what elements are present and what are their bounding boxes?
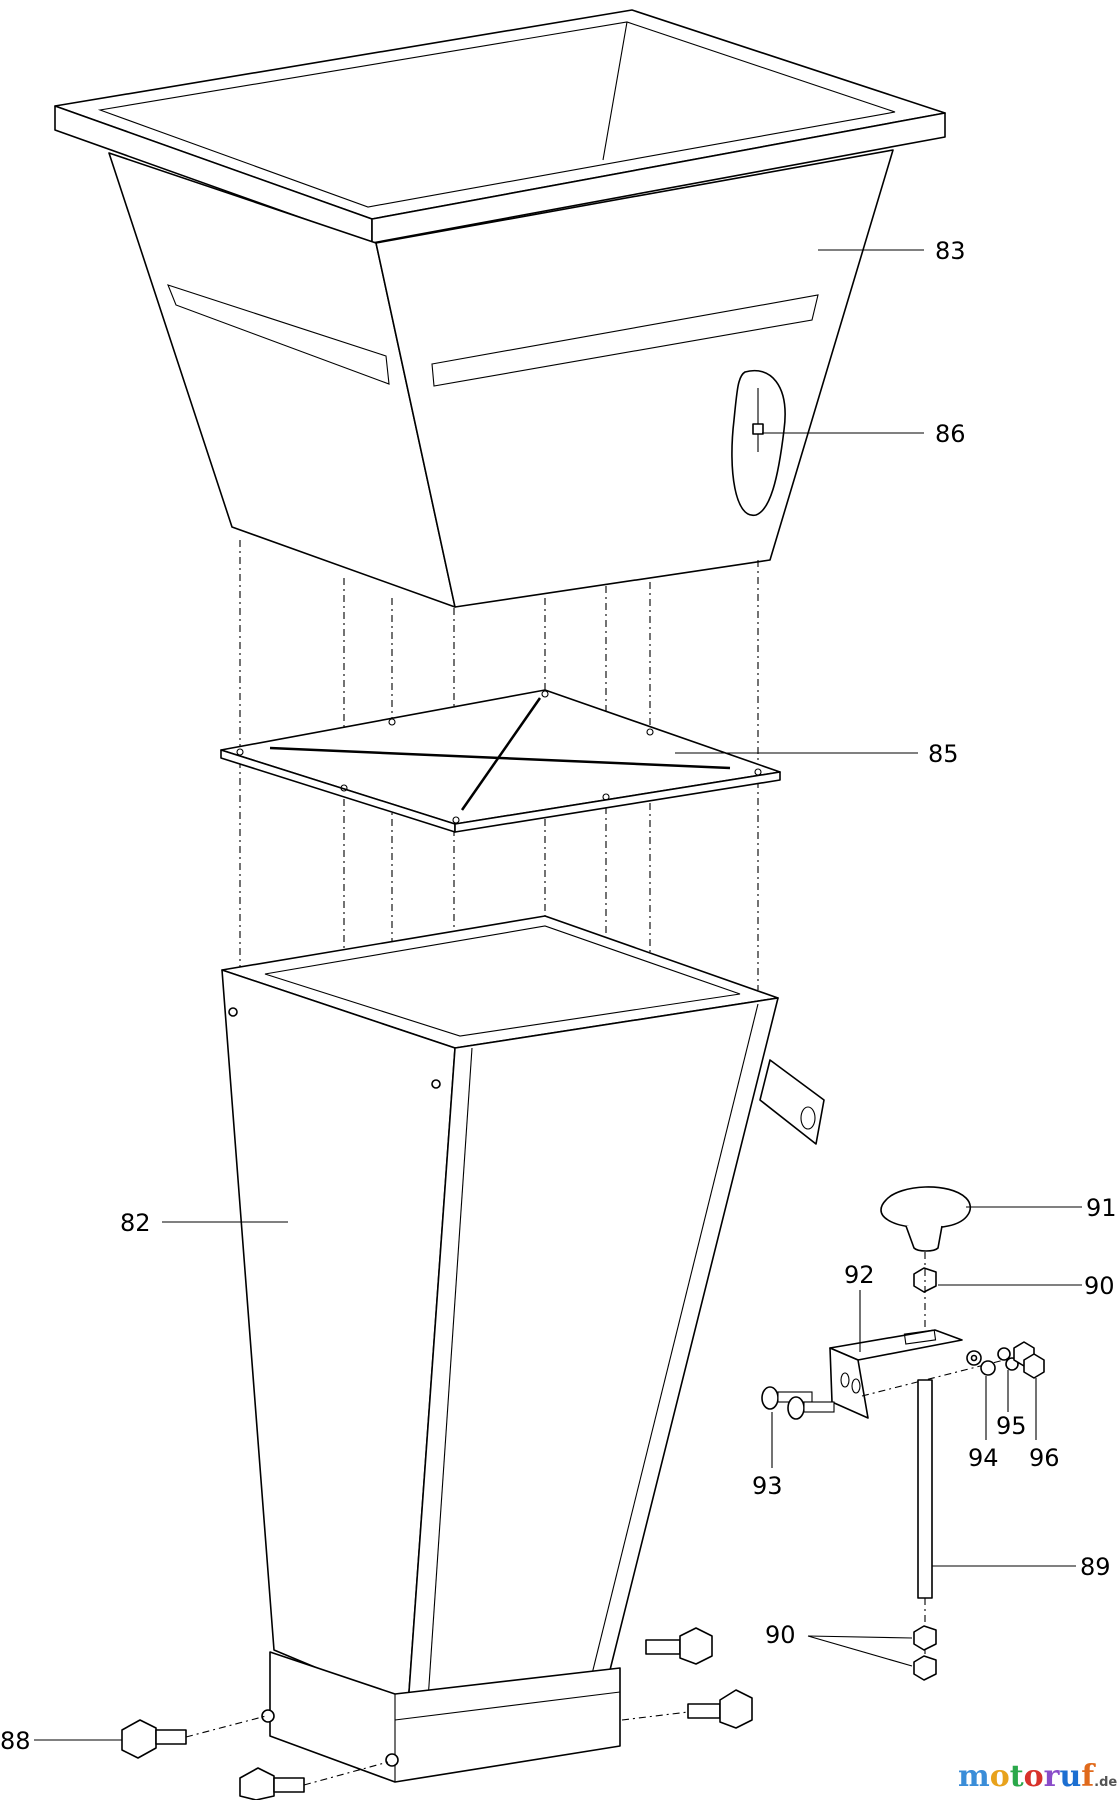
bolt-88-left <box>121 1715 267 1759</box>
chute-frame-edge <box>589 1003 759 1683</box>
callout-90-lower: 90 <box>765 1621 796 1649</box>
lock-washer <box>997 1347 1011 1361</box>
bolt-shank <box>155 1729 187 1745</box>
chute-bottom-hole <box>385 1753 399 1767</box>
plate-hole <box>452 816 460 824</box>
leader-90b <box>807 1635 913 1667</box>
callout-95: 95 <box>996 1412 1027 1440</box>
bolt-right-lower <box>621 1689 753 1729</box>
bolts <box>121 1627 753 1800</box>
hopper-rim-front-right <box>371 112 946 244</box>
bolt-head <box>239 1767 275 1800</box>
threaded-rod <box>917 1379 933 1599</box>
washer-inner <box>970 1354 978 1362</box>
brand-letter: o <box>1024 1759 1044 1794</box>
bracket-hole <box>840 1372 850 1388</box>
bolt-shank <box>687 1703 721 1719</box>
chute-frame-edge <box>427 1047 473 1701</box>
plate-hole <box>388 718 396 726</box>
star-knob <box>880 1186 972 1252</box>
bracket <box>829 1329 963 1419</box>
hopper-slot-left <box>167 284 390 385</box>
chute-bottom-band-edge <box>394 1691 621 1721</box>
hopper-inner-wall <box>602 21 628 161</box>
plate-strap-a <box>269 746 731 770</box>
bolt-head <box>679 1627 713 1665</box>
bracket-hole <box>851 1378 861 1394</box>
callout-85: 85 <box>928 740 959 768</box>
plate-hole <box>541 690 549 698</box>
bolt-head <box>121 1719 157 1759</box>
brand-letter: m <box>958 1759 990 1794</box>
carriage-bolt-head <box>787 1396 805 1420</box>
gasket-plate <box>220 689 781 833</box>
watermark-brand: motoruf.de <box>958 1759 1117 1794</box>
carriage-bolt-thread <box>803 1401 835 1413</box>
bolt-head <box>719 1689 753 1729</box>
bolt-axis <box>621 1711 689 1721</box>
plate-hole <box>754 768 762 776</box>
plate-strap-b <box>460 697 542 811</box>
bolt-88-bottom <box>239 1761 389 1800</box>
bracket-slot <box>903 1329 937 1345</box>
knob-body <box>880 1186 972 1229</box>
brand-suffix: .de <box>1094 1775 1117 1790</box>
carriage-bolts <box>761 1386 835 1420</box>
callout-82: 82 <box>120 1209 151 1237</box>
callout-88: 88 <box>0 1727 31 1755</box>
watermark-logo: motoruf.de <box>958 1759 1117 1794</box>
hopper-pin-collar <box>752 423 764 435</box>
bolt-shank <box>273 1777 305 1793</box>
knob-stem <box>905 1225 943 1252</box>
brand-letter: r <box>1044 1759 1061 1794</box>
callout-91: 91 <box>1086 1194 1117 1222</box>
callout-93: 93 <box>752 1472 783 1500</box>
leader-lines <box>34 249 1082 1741</box>
plate-hole <box>602 793 610 801</box>
chute-bottom-hole <box>261 1709 275 1723</box>
hopper-rim-inner <box>97 21 896 208</box>
chute-mount-tab-hole <box>800 1106 816 1130</box>
chute-rim-inner <box>264 925 741 1037</box>
washer <box>980 1360 996 1376</box>
callout-83: 83 <box>935 237 966 265</box>
plate-hole <box>236 748 244 756</box>
plate-hole <box>340 784 348 792</box>
bolt-axis <box>303 1761 389 1786</box>
callout-94: 94 <box>968 1444 999 1472</box>
carriage-bolt-head <box>761 1386 779 1410</box>
bracket-top <box>829 1329 963 1361</box>
bolt-right-upper <box>645 1627 713 1665</box>
bolt-shank <box>645 1639 681 1655</box>
chute-side-hole <box>431 1079 441 1089</box>
brand-letter: t <box>1010 1759 1024 1794</box>
chute-mount-tab <box>759 1059 825 1145</box>
nut-lower <box>913 1655 937 1681</box>
brand-letter: o <box>990 1759 1010 1794</box>
plate-hole <box>646 728 654 736</box>
brand-letter: f <box>1081 1759 1096 1794</box>
callout-89: 89 <box>1080 1553 1111 1581</box>
nut-lower <box>913 1625 937 1651</box>
plate-edge-front-right <box>454 771 781 833</box>
brand-letter: u <box>1059 1759 1081 1794</box>
callout-92: 92 <box>844 1261 875 1289</box>
adjuster-assembly <box>761 1186 1045 1681</box>
callout-labels: 83 86 85 82 91 90 92 93 94 95 96 89 90 8… <box>0 237 1117 1755</box>
hex-nut <box>1023 1353 1045 1379</box>
chute-side-front <box>407 997 779 1707</box>
hopper-upper <box>54 9 946 608</box>
chute-side-hole <box>228 1007 238 1017</box>
bolt-axis <box>185 1715 267 1738</box>
chute-lower <box>221 915 825 1783</box>
callout-86: 86 <box>935 420 966 448</box>
callout-90-upper: 90 <box>1084 1272 1115 1300</box>
hopper-slot-right <box>431 294 819 387</box>
callout-96: 96 <box>1029 1444 1060 1472</box>
leader-90b <box>807 1635 913 1639</box>
